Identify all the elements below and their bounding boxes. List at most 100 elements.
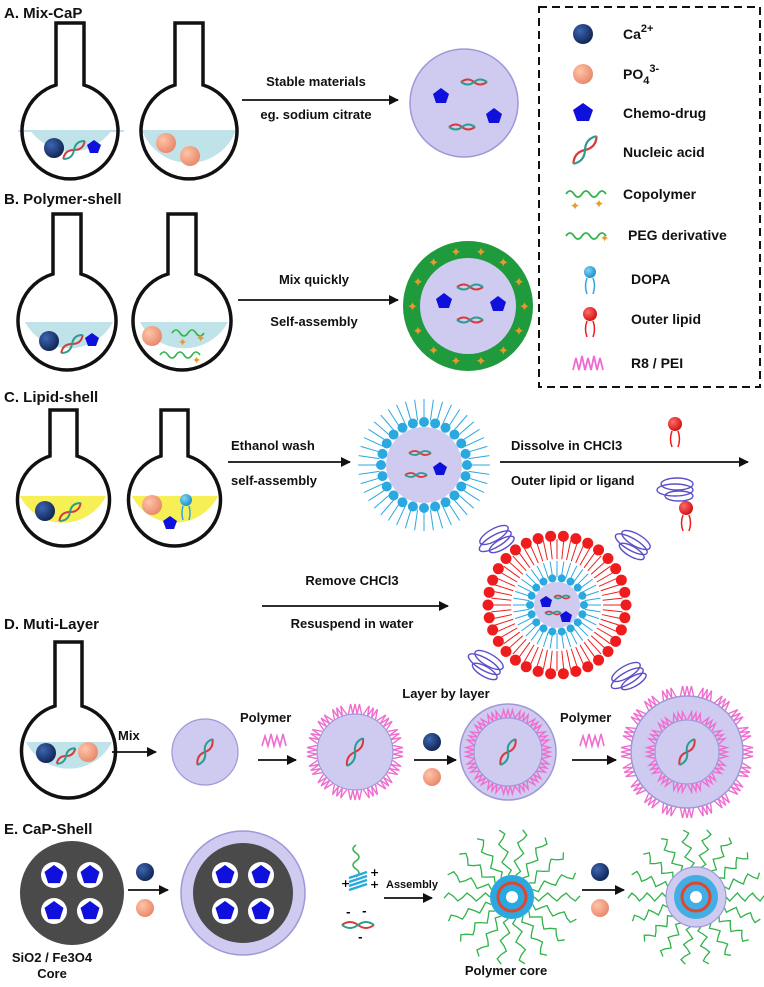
legend-dopa-icon (584, 266, 596, 295)
peg-chain (718, 852, 749, 880)
calcium-ion (591, 863, 609, 881)
dopa-head (430, 418, 441, 429)
legend-peg-label: PEG derivative (628, 227, 727, 243)
arrow-c2: Dissolve in CHCl3 Outer lipid or ligand (500, 417, 749, 532)
dopa-tail (576, 573, 589, 586)
dopa-tail (358, 470, 380, 475)
flask-c1 (15, 408, 112, 548)
dopa-tail (513, 608, 530, 613)
pei-tuft (697, 687, 713, 701)
dopa-head (388, 429, 399, 440)
dopa-head (548, 627, 557, 636)
peg-chain (698, 829, 712, 869)
flask-b1 (16, 212, 118, 372)
pei-tuft (661, 803, 677, 817)
copolymer-star: ✦ (428, 344, 439, 359)
outer-lipid-tail (494, 584, 514, 592)
dopa-tail (373, 421, 391, 436)
dopa-heads (376, 417, 472, 513)
peg-chain (723, 872, 761, 891)
peg-chain (631, 870, 669, 888)
outer-lipid-tail (491, 597, 512, 601)
outer-lipid-tail (542, 649, 548, 670)
section-d-title: D. Muti-Layer (4, 616, 99, 633)
flask-a1 (18, 21, 124, 181)
pei-tuft (347, 703, 363, 715)
peg-chain (459, 852, 496, 883)
outer-lipid-head (593, 544, 605, 556)
dopa-tail (380, 498, 395, 516)
pei-tuft (536, 730, 551, 746)
svg-text:✦: ✦ (178, 336, 187, 349)
dopa-head (573, 583, 582, 592)
dopa-tail (517, 584, 533, 593)
pei-icon (579, 733, 605, 750)
peg-chain (497, 829, 513, 876)
dopa-head (377, 448, 388, 459)
dopa-head (456, 481, 467, 492)
peg-chain (725, 892, 764, 902)
pei-tuft (387, 759, 402, 776)
pei-tuft (539, 744, 553, 760)
outer-lipid-tail (529, 646, 539, 666)
calcium-ion (136, 863, 154, 881)
copolymer-stars: ✦✦✦✦✦✦✦✦✦✦✦✦✦✦ (407, 245, 530, 369)
peg-chain (723, 906, 761, 924)
nucleic-acid-icon (58, 502, 82, 522)
pei-icon (261, 733, 287, 750)
outer-lipid-tail (579, 644, 591, 663)
ligand-icon (610, 661, 647, 691)
outer-lipid-tail (575, 646, 585, 666)
arrow-polymer1: Polymer (240, 710, 297, 765)
outer-lipid-tail (600, 618, 620, 626)
copolymer-star: ✦ (498, 344, 509, 359)
dopa-tail (584, 608, 601, 613)
outer-lipid-tail (517, 551, 531, 569)
outer-lipid-head (557, 668, 569, 680)
peg-chain (532, 872, 577, 893)
peg-chain (696, 926, 711, 965)
dopa-tail (414, 509, 419, 531)
dopa-head (419, 417, 429, 427)
peg-chain (511, 918, 527, 965)
pei-tuft (630, 708, 646, 725)
peg-chain (681, 829, 696, 868)
copolymer-star: ✦ (413, 276, 424, 291)
pei-tuft (679, 685, 695, 697)
chemo-drug-icon (433, 88, 449, 103)
arrow-c2-bottom-label: Outer lipid or ligand (511, 473, 635, 488)
dopa-tail (396, 404, 406, 425)
outer-lipid-head (492, 635, 504, 647)
dopa-tail (358, 455, 380, 460)
outer-lipid-head (509, 654, 521, 666)
pei-tuft (362, 705, 379, 720)
pei-tuft (362, 784, 379, 799)
dopa-tail (453, 498, 468, 516)
flask-c2 (126, 408, 223, 548)
dopa-tail (442, 505, 452, 526)
dopa-tail (461, 428, 480, 442)
outer-lipid-tail (503, 631, 521, 645)
outer-lipid-tail (583, 551, 597, 569)
pei-tuft (527, 771, 543, 787)
nucleic-acid-icon (460, 78, 488, 86)
dopa-tail (396, 505, 406, 526)
arrow-c2-top-label: Dissolve in CHCl3 (511, 438, 622, 453)
phosphate-ion (180, 146, 200, 166)
legend-nucleic-label: Nucleic acid (623, 144, 705, 160)
pei-tuft (701, 715, 718, 732)
pei-tuft (643, 695, 660, 711)
chemo-drug-icon (87, 140, 101, 153)
outer-lipid-tail (536, 648, 544, 668)
chemo-drug-icon (251, 865, 271, 884)
phosphate-ion (136, 899, 154, 917)
cap-layer-particle (459, 703, 557, 801)
svg-text:✦: ✦ (192, 354, 201, 367)
outer-lipid-head (500, 553, 512, 565)
peg-chain (680, 925, 694, 965)
arrow-mix-label: Mix (118, 728, 140, 743)
copolymer-star: ✦ (475, 355, 486, 370)
arrow-e2 (582, 863, 625, 917)
arrow-c-top-label: Ethanol wash (231, 438, 315, 453)
outer-lipid-tail (529, 544, 539, 564)
